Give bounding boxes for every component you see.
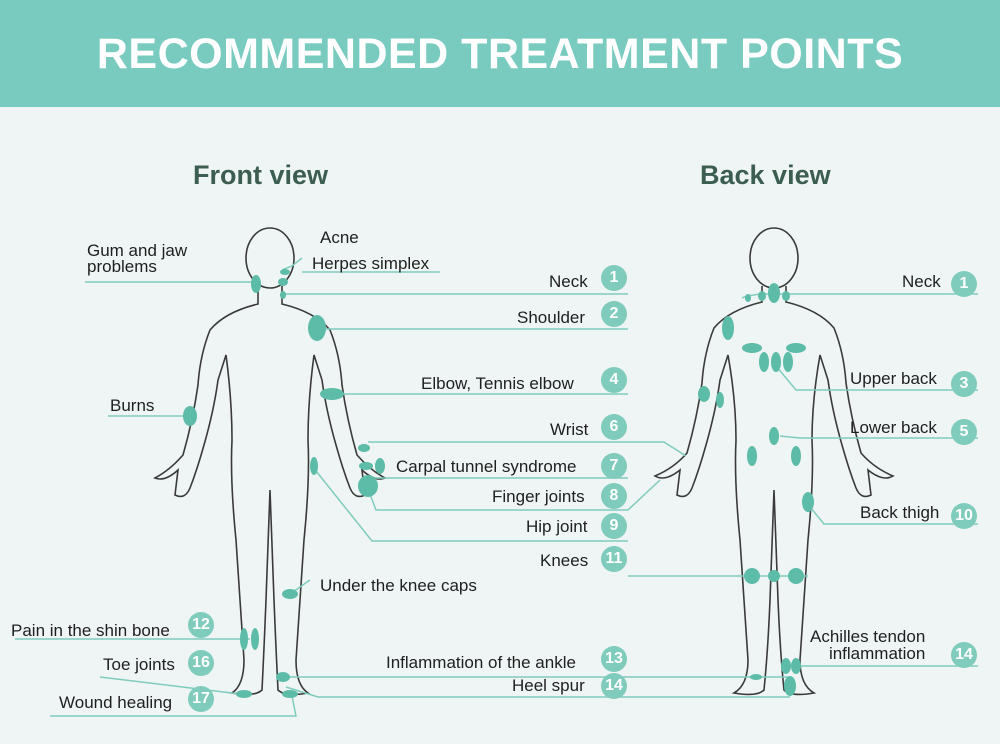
badge-hip: 9 [601, 513, 627, 539]
badge-carpal: 7 [601, 453, 627, 479]
label-knees: Knees [540, 552, 588, 569]
label-neck-front: Neck [549, 273, 588, 290]
label-gum-jaw: Gum and jaw problems [87, 243, 187, 275]
label-neck-back: Neck [902, 273, 941, 290]
badge-wound: 17 [188, 686, 214, 712]
badge-toe: 16 [188, 650, 214, 676]
front-markers [183, 269, 385, 698]
label-wound: Wound healing [59, 694, 172, 711]
label-burns: Burns [110, 397, 154, 414]
badge-finger: 8 [601, 483, 627, 509]
label-shoulder: Shoulder [517, 309, 585, 326]
label-acne: Acne [320, 229, 359, 246]
label-heel: Heel spur [512, 677, 585, 694]
label-lower-back: Lower back [850, 419, 937, 436]
badge-wrist: 6 [601, 414, 627, 440]
label-wrist: Wrist [550, 421, 588, 438]
label-under-knee: Under the knee caps [320, 577, 477, 594]
badge-heel: 14 [601, 673, 627, 699]
label-back-thigh: Back thigh [860, 504, 939, 521]
label-achilles: Achilles tendon inflammation [810, 628, 925, 662]
badge-elbow: 4 [601, 367, 627, 393]
badge-back-thigh: 10 [951, 503, 977, 529]
badge-shin: 12 [188, 612, 214, 638]
label-herpes: Herpes simplex [312, 255, 429, 272]
label-hip: Hip joint [526, 518, 587, 535]
badge-knees: 11 [601, 546, 627, 572]
badge-shoulder: 2 [601, 301, 627, 327]
label-upper-back: Upper back [850, 370, 937, 387]
badge-ankle: 13 [601, 646, 627, 672]
back-markers [698, 283, 814, 696]
badge-neck-front: 1 [601, 265, 627, 291]
label-ankle: Inflammation of the ankle [386, 654, 576, 671]
badge-lower-back: 5 [951, 419, 977, 445]
badge-neck-back: 1 [951, 271, 977, 297]
label-elbow: Elbow, Tennis elbow [421, 375, 574, 392]
label-shin: Pain in the shin bone [11, 622, 170, 639]
label-finger: Finger joints [492, 488, 585, 505]
badge-achilles: 14 [951, 642, 977, 668]
label-toe: Toe joints [103, 656, 175, 673]
label-carpal: Carpal tunnel syndrome [396, 458, 576, 475]
badge-upper-back: 3 [951, 371, 977, 397]
